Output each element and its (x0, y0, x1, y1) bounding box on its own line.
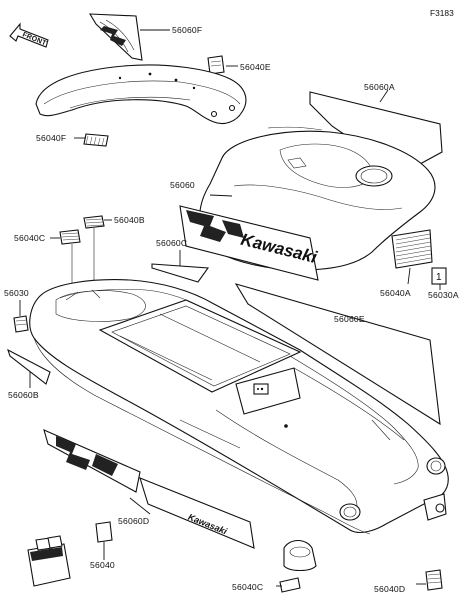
callout-56060B: 56060B (8, 390, 39, 400)
callout-56040E: 56040E (240, 62, 271, 72)
callout-56030: 56030 (4, 288, 29, 298)
decal-56060F (89, 13, 143, 61)
callout-56040: 56040 (90, 560, 115, 570)
label-56040C-top (59, 229, 81, 245)
callout-56060C: 56060C (156, 238, 187, 248)
callout-56060F: 56060F (172, 25, 202, 35)
label-56030 (13, 315, 29, 333)
storage-kit (27, 535, 71, 587)
figure-reference: F3183 (430, 8, 454, 18)
decal-56060B (7, 348, 51, 385)
front-label: FRONT (21, 31, 47, 47)
callout-56030A: 56030A (428, 290, 459, 300)
svg-text:1: 1 (436, 272, 442, 283)
callout-56040F: 56040F (36, 133, 66, 143)
callout-56040C-bottom: 56040C (232, 582, 263, 592)
boot-cover (283, 539, 317, 572)
label-56040F (83, 133, 109, 147)
label-56030A: 1 (431, 267, 447, 285)
callout-56040D: 56040D (374, 584, 405, 594)
decal-56060C (151, 263, 210, 283)
handle-pole-cover (35, 64, 247, 125)
callout-56040C-top: 56040C (14, 233, 45, 243)
decal-56060D: Kawasaki (43, 429, 255, 549)
label-56040D (425, 569, 443, 591)
front-arrow-icon: FRONT (9, 22, 49, 48)
label-56040A (391, 229, 433, 269)
callout-56060E: 56060E (334, 314, 365, 324)
callout-56040A: 56040A (380, 288, 411, 298)
kawasaki-hood-decal: Kawasaki (179, 205, 320, 281)
label-56040E (207, 55, 225, 75)
callout-56060A: 56060A (364, 82, 395, 92)
label-56040C-bottom (279, 577, 301, 593)
callout-56060: 56060 (170, 180, 195, 190)
label-56040B (83, 215, 105, 229)
jet-ski-hull (29, 279, 449, 535)
callout-56040B: 56040B (114, 215, 145, 225)
callout-56060D: 56060D (118, 516, 149, 526)
decal-56060E (234, 283, 441, 426)
label-56040 (95, 521, 113, 543)
